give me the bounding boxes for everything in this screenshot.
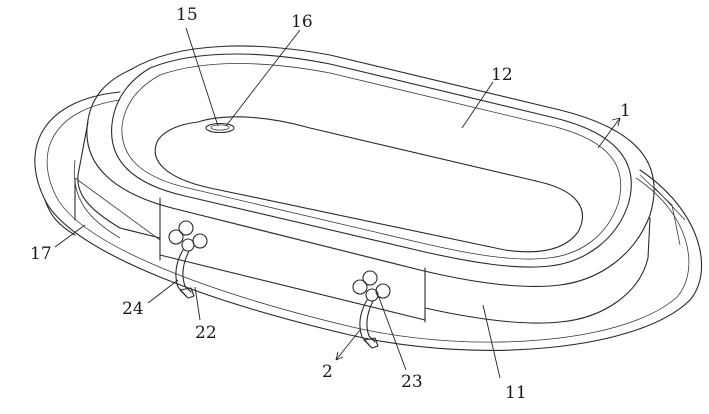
- main-body: [74, 45, 655, 324]
- leader-16: [225, 29, 301, 127]
- base-flange: [34, 91, 703, 351]
- arrow-1: [611, 117, 621, 127]
- leader-15: [185, 27, 219, 127]
- leader-12: [461, 81, 494, 129]
- latch-right: [352, 270, 391, 349]
- leader-17: [54, 224, 86, 248]
- top-surface: [111, 53, 632, 268]
- reference-labels: 15 16 12 1 17 24 22 2 23 11: [30, 5, 631, 403]
- leader-2: [335, 329, 361, 361]
- label-2: 2: [322, 362, 333, 382]
- leader-22: [194, 286, 201, 321]
- label-11: 11: [505, 383, 527, 403]
- label-22: 22: [195, 323, 217, 343]
- label-24: 24: [122, 299, 144, 319]
- label-12: 12: [491, 65, 513, 85]
- leader-24: [147, 279, 179, 304]
- leader-lines: [54, 27, 621, 379]
- label-1: 1: [620, 101, 631, 121]
- label-16: 16: [291, 12, 313, 32]
- leader-23: [377, 294, 407, 371]
- leader-1: [597, 117, 621, 149]
- vent-hole: [205, 122, 235, 134]
- leader-11: [482, 304, 501, 379]
- arrow-2: [335, 351, 344, 361]
- label-23: 23: [401, 372, 423, 392]
- label-17: 17: [30, 244, 52, 264]
- latch-left: [168, 220, 208, 299]
- label-15: 15: [176, 5, 198, 25]
